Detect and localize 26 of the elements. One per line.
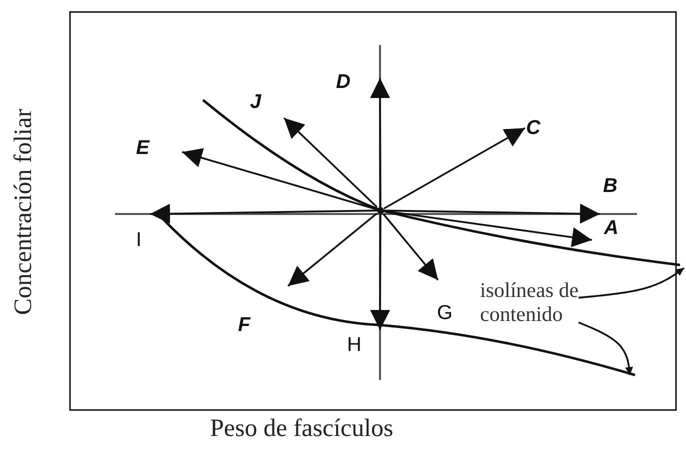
vector-arrow <box>370 78 390 207</box>
leader-arrow <box>578 267 685 299</box>
vector-arrow <box>384 127 526 210</box>
vector-letter: J <box>250 92 262 112</box>
vector-arrow <box>283 117 378 208</box>
vector-letter: I <box>136 230 142 250</box>
vector-letter: H <box>347 335 362 355</box>
vector-letter: E <box>136 138 150 158</box>
vector-letter: B <box>603 176 618 196</box>
x-axis-label: Peso de fascículos <box>210 415 394 443</box>
vector-arrow <box>384 210 592 248</box>
isoline-label: isolíneas de contenido <box>480 278 580 326</box>
vector-arrow <box>150 204 378 224</box>
y-axis-label: Concentración foliar <box>10 108 38 316</box>
leader-arrow <box>578 322 633 376</box>
vector-arrow <box>382 213 439 281</box>
vector-letter: F <box>238 315 250 335</box>
vector-arrow <box>370 214 390 330</box>
vector-arrow <box>384 204 600 224</box>
origin-point <box>377 207 384 214</box>
vector-letter: G <box>437 303 453 323</box>
vector-arrow <box>287 212 378 287</box>
vector-letter: C <box>526 118 540 138</box>
vector-arrow <box>182 148 378 210</box>
vector-letter: A <box>604 218 618 238</box>
vector-letter: D <box>336 72 350 92</box>
